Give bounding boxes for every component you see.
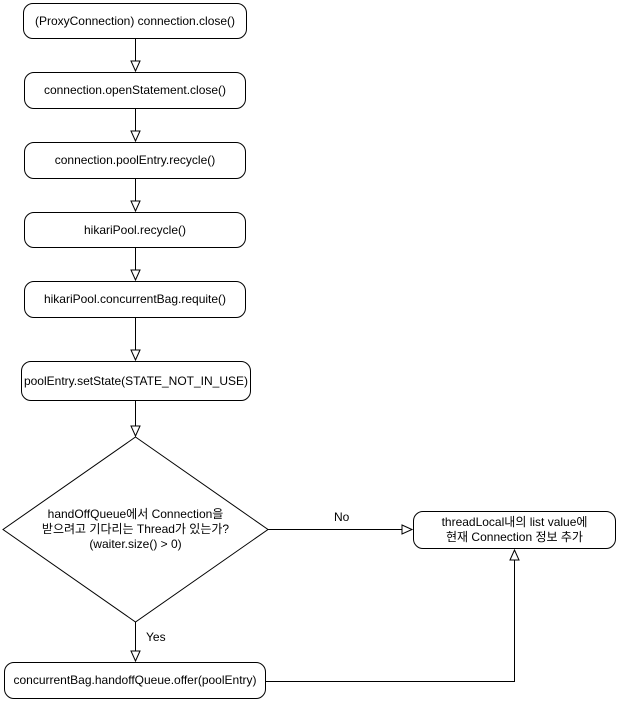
node-label: hikariPool.concurrentBag.requite()	[43, 292, 227, 306]
node-threadlocal-add-connection: threadLocal내의 list value에 현재 Connection …	[413, 511, 616, 549]
node-label: (ProxyConnection) connection.close()	[34, 13, 236, 28]
node-proxy-connection-close: (ProxyConnection) connection.close()	[23, 3, 247, 39]
node-open-statement-close: connection.openStatement.close()	[24, 72, 246, 109]
edge-handoff-to-threadlocal	[266, 548, 520, 682]
node-poolentry-recycle: connection.poolEntry.recycle()	[24, 142, 246, 179]
node-label-line: 현재 Connection 정보 추가	[446, 530, 583, 544]
node-concurrentbag-requite: hikariPool.concurrentBag.requite()	[24, 281, 246, 318]
node-label: connection.openStatement.close()	[43, 83, 227, 97]
node-hikaripool-recycle: hikariPool.recycle()	[24, 212, 246, 248]
decision-handoffqueue-waiter-text: handOffQueue에서 Connection을 받으려고 기다리는 Thr…	[15, 507, 256, 552]
node-label: poolEntry.setState(STATE_NOT_IN_USE)	[23, 373, 249, 388]
node-label: connection.poolEntry.recycle()	[54, 153, 216, 167]
edge-label-no: No	[334, 510, 350, 524]
node-handoffqueue-offer: concurrentBag.handoffQueue.offer(poolEnt…	[4, 662, 266, 699]
decision-line: handOffQueue에서 Connection을	[47, 507, 224, 521]
node-label: hikariPool.recycle()	[83, 222, 187, 237]
node-poolentry-setstate: poolEntry.setState(STATE_NOT_IN_USE)	[21, 361, 251, 401]
node-label-line: threadLocal내의 list value에	[441, 515, 588, 529]
decision-line: 받으려고 기다리는 Thread가 있는가?	[41, 522, 230, 536]
edge-label-yes: Yes	[146, 630, 166, 644]
decision-line: (waiter.size() > 0)	[89, 537, 182, 551]
node-label: concurrentBag.handoffQueue.offer(poolEnt…	[13, 673, 257, 687]
